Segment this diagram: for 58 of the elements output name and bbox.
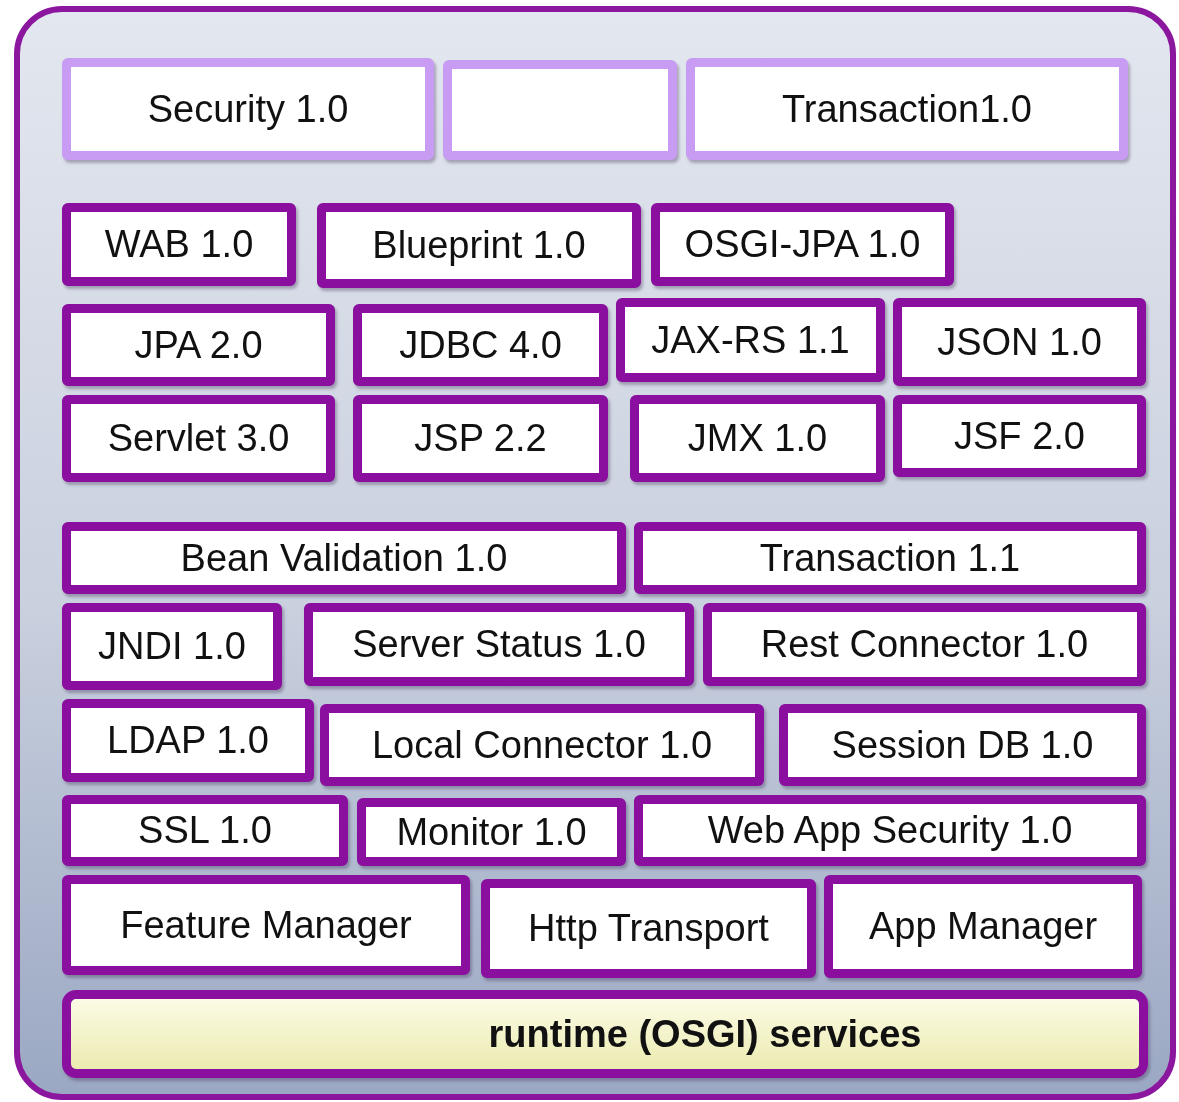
feature-label: Servlet 3.0	[107, 417, 290, 460]
feature-label: Server Status 1.0	[352, 623, 646, 666]
feature-label: JSP 2.2	[414, 417, 547, 460]
feature-box	[893, 395, 1146, 477]
feature-label: JDBC 4.0	[399, 323, 562, 367]
feature-label: Security 1.0	[147, 87, 349, 131]
feature-label: Feature Manager	[120, 903, 412, 947]
feature-label: Rest Connector 1.0	[760, 623, 1089, 666]
feature-label: Transaction 1.1	[759, 536, 1021, 580]
feature-label: WAB 1.0	[104, 223, 254, 266]
feature-box	[62, 203, 296, 286]
feature-label: Blueprint 1.0	[372, 224, 586, 267]
feature-box	[62, 522, 626, 594]
feature-label: Transaction1.0	[782, 87, 1032, 131]
feature-box	[357, 798, 626, 866]
feature-box	[62, 304, 335, 386]
feature-box	[317, 203, 641, 288]
feature-label: Bean Validation 1.0	[180, 536, 508, 580]
feature-box	[893, 298, 1146, 386]
feature-label: JMX 1.0	[687, 417, 828, 460]
feature-box	[62, 395, 335, 482]
feature-box	[703, 603, 1146, 686]
feature-box	[62, 795, 348, 866]
feature-label: JSON 1.0	[937, 320, 1102, 364]
feature-box	[634, 522, 1146, 594]
feature-label: LDAP 1.0	[107, 719, 269, 762]
feature-box	[443, 60, 677, 160]
feature-label: JNDI 1.0	[98, 625, 246, 668]
feature-label: JAX-RS 1.1	[651, 318, 850, 362]
feature-box	[62, 603, 282, 690]
feature-label: Web App Security 1.0	[707, 809, 1073, 852]
container-panel	[14, 6, 1176, 1100]
feature-label: Monitor 1.0	[396, 810, 587, 854]
services-bar	[62, 990, 1148, 1078]
feature-box	[320, 704, 764, 786]
feature-label: JPA 2.0	[134, 323, 263, 367]
feature-box	[651, 203, 954, 286]
feature-box	[630, 395, 885, 482]
feature-label: Session DB 1.0	[831, 723, 1094, 767]
feature-box	[62, 699, 314, 782]
feature-box	[616, 298, 885, 382]
feature-box	[779, 704, 1146, 786]
feature-box	[824, 875, 1142, 978]
feature-box	[62, 58, 434, 160]
feature-box	[481, 879, 816, 978]
feature-label: runtime (OSGI) services	[488, 1012, 922, 1056]
feature-label: Local Connector 1.0	[371, 723, 713, 767]
feature-label: SSL 1.0	[138, 809, 272, 852]
feature-box	[304, 603, 694, 686]
feature-label: Http Transport	[528, 907, 769, 950]
feature-box	[353, 304, 608, 386]
feature-label: App Manager	[868, 905, 1098, 948]
feature-box	[62, 875, 470, 975]
feature-box	[686, 58, 1128, 160]
feature-label: JSF 2.0	[954, 414, 1085, 458]
feature-box	[353, 395, 608, 482]
feature-label: OSGI-JPA 1.0	[684, 223, 921, 266]
feature-box	[634, 795, 1146, 866]
